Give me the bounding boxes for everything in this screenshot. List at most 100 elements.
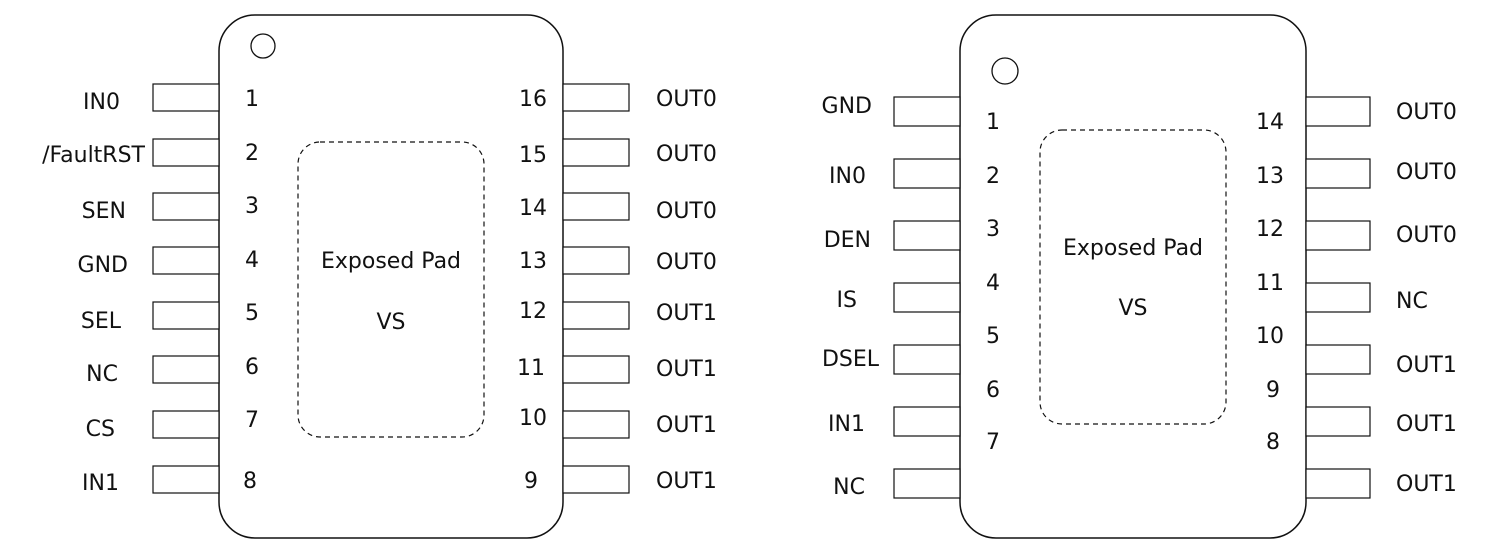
left-pin: NC 6	[86, 355, 259, 387]
pin-number: 9	[1266, 378, 1280, 403]
pin-number: 10	[1256, 324, 1284, 349]
right-pin: 12 OUT0	[1256, 217, 1457, 251]
pin-number: 6	[245, 355, 259, 380]
left-pin: SEL 5	[81, 301, 259, 334]
pin-lead	[152, 301, 220, 330]
pin-name: SEN	[82, 199, 126, 224]
pin-name: IN1	[828, 412, 865, 437]
pin-number: 2	[245, 141, 259, 166]
pin-number: 14	[519, 196, 547, 221]
pin-lead	[152, 246, 220, 275]
pin-lead	[1305, 344, 1371, 375]
right-pin: 11 OUT1	[517, 355, 717, 384]
pin-lead	[562, 355, 630, 384]
pin-name: OUT0	[1396, 160, 1457, 185]
pin-number: 13	[519, 249, 547, 274]
pin-lead	[152, 83, 220, 112]
pin-name: GND	[822, 94, 872, 119]
pin-number: 4	[986, 271, 1000, 296]
pin-number: 7	[986, 430, 1000, 455]
pin-lead	[893, 96, 961, 127]
pin-number: 15	[519, 143, 547, 168]
pin-number: 3	[986, 217, 1000, 242]
pin-name: IN0	[829, 164, 866, 189]
left-pin: CS 7	[86, 408, 259, 442]
right-pin: 15 OUT0	[519, 138, 717, 168]
pin-name: OUT1	[656, 301, 717, 326]
pin-name: IS	[837, 288, 857, 313]
pin-number: 8	[1266, 430, 1280, 455]
pin-lead	[562, 301, 630, 330]
pin-number: 6	[986, 378, 1000, 403]
pin-lead	[1305, 158, 1371, 189]
left-pin: DSEL 5	[822, 324, 1000, 375]
pin-number: 7	[245, 408, 259, 433]
pin-name: OUT1	[656, 357, 717, 382]
pin-name: NC	[86, 362, 118, 387]
pin-lead	[152, 355, 220, 384]
pin-name: DSEL	[822, 347, 880, 372]
pin-name: OUT1	[656, 413, 717, 438]
pin-number: 12	[519, 299, 547, 324]
pin-lead	[893, 344, 961, 375]
pin-lead	[893, 468, 961, 499]
pin-name: GND	[78, 253, 128, 278]
pin-lead	[1305, 220, 1371, 251]
pin-lead	[562, 138, 630, 167]
pin-name: NC	[833, 475, 865, 500]
pin-lead	[562, 192, 630, 221]
pin-name: OUT0	[1396, 223, 1457, 248]
pin-name: OUT1	[1396, 353, 1457, 378]
pin-lead	[1305, 468, 1371, 499]
pin-name: OUT0	[656, 142, 717, 167]
pin-lead	[152, 138, 220, 167]
pin-number: 9	[524, 469, 538, 494]
left-pin: SEN 3	[82, 192, 259, 224]
pin-lead	[562, 465, 630, 494]
package-body	[218, 14, 564, 539]
pin-lead	[1305, 282, 1371, 313]
pin-number: 13	[1256, 164, 1284, 189]
exposed-pad-net: VS	[1118, 296, 1147, 321]
pin-name: OUT0	[656, 250, 717, 275]
pin-number: 3	[245, 194, 259, 219]
pin-lead	[1305, 406, 1371, 437]
pin-number: 12	[1256, 217, 1284, 242]
pin-lead	[562, 410, 630, 439]
pin-number: 5	[245, 301, 259, 326]
pin-name: IN1	[82, 471, 119, 496]
pin-name: SEL	[81, 309, 122, 334]
pin-lead	[152, 410, 220, 439]
exposed-pad-label: Exposed Pad	[1063, 236, 1203, 261]
left-pin: NC 7	[833, 430, 1000, 500]
pin-number: 4	[245, 248, 259, 273]
pin-name: NC	[1396, 289, 1428, 314]
pin-number: 8	[243, 469, 257, 494]
left-pin: IN1 6	[828, 378, 1000, 437]
left-pin: IS 4	[837, 271, 1000, 313]
pin-number: 5	[986, 324, 1000, 349]
pin-lead	[893, 158, 961, 189]
pin-number: 14	[1256, 110, 1284, 135]
exposed-pad	[1039, 129, 1227, 425]
pin-number: 11	[517, 356, 545, 381]
pin-name: OUT1	[1396, 412, 1457, 437]
left-pin: IN1 8	[82, 465, 257, 496]
pin-name: CS	[86, 417, 115, 442]
right-pin: 13 OUT0	[519, 246, 717, 275]
pin-number: 11	[1256, 271, 1284, 296]
pin-name: OUT0	[656, 87, 717, 112]
